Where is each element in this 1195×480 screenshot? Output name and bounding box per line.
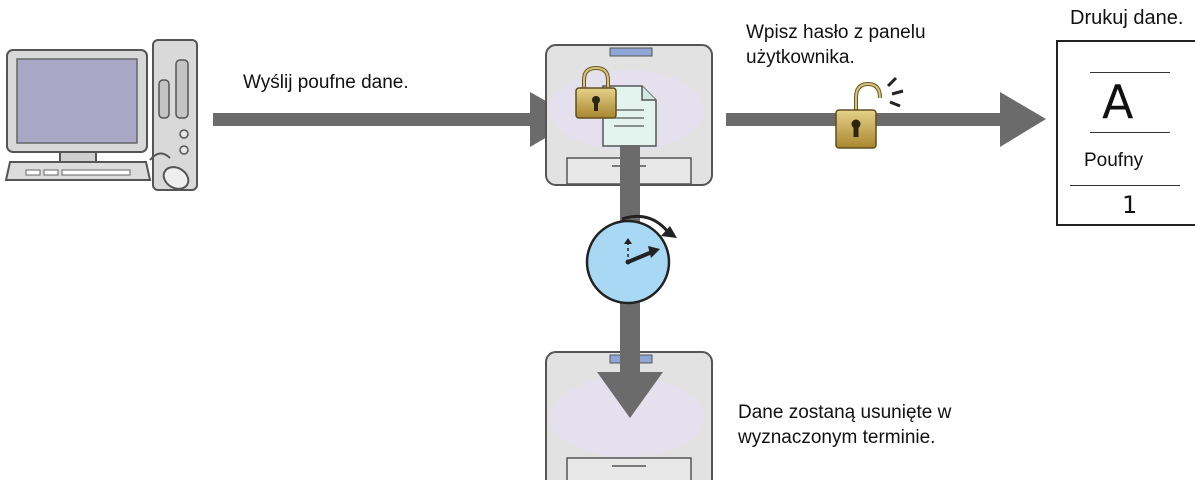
document-page-number: 1 xyxy=(1122,191,1138,219)
clock-icon xyxy=(585,214,677,305)
delete-label-line-1: Dane zostaną usunięte w xyxy=(738,402,952,423)
password-label: Wpisz hasło z panelu użytkownika. xyxy=(746,20,926,70)
lock-open-icon xyxy=(835,76,904,149)
lock-closed-icon xyxy=(575,65,617,119)
send-label: Wyślij poufne dane. xyxy=(243,70,409,95)
document-rule-middle xyxy=(1090,132,1170,133)
print-label-text: Drukuj dane. xyxy=(1070,7,1184,29)
password-label-line-2: użytkownika. xyxy=(746,47,855,68)
password-label-line-1: Wpisz hasło z panelu xyxy=(746,22,926,43)
delete-label-line-2: wyznaczonym terminie. xyxy=(738,427,936,448)
document-rule-top xyxy=(1090,72,1170,73)
document-rule-bottom xyxy=(1070,185,1180,186)
arrow-delete-head xyxy=(597,340,663,418)
send-label-text: Wyślij poufne dane. xyxy=(243,72,409,93)
arrow-send xyxy=(213,92,578,147)
printed-document: A Poufny 1 xyxy=(1056,40,1195,226)
delete-label: Dane zostaną usunięte w wyznaczonym term… xyxy=(738,400,951,450)
document-confidential-label: Poufny xyxy=(1084,150,1144,171)
print-label: Drukuj dane. xyxy=(1070,6,1183,31)
computer-icon xyxy=(4,39,198,191)
arrow-print xyxy=(726,92,1046,147)
document-letter: A xyxy=(1102,75,1134,129)
